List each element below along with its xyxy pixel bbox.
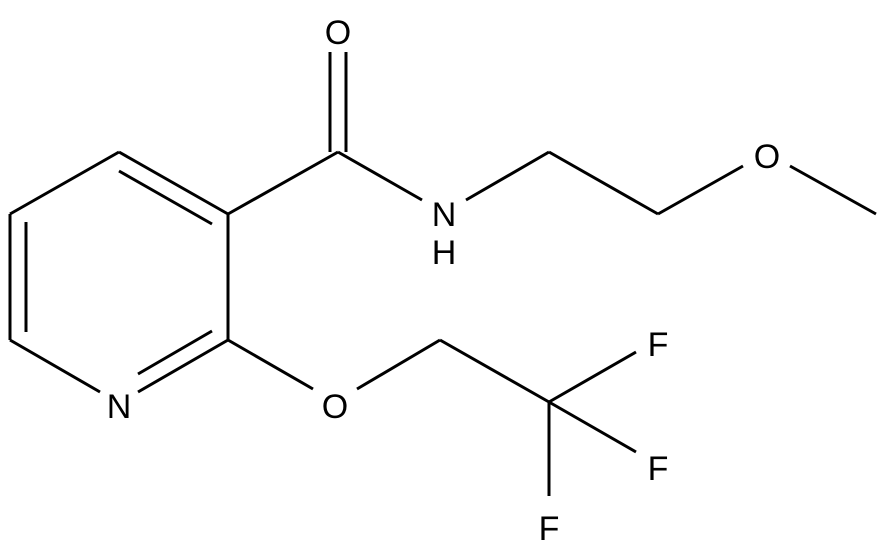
bond-c4-c3 [9, 150, 120, 216]
bond-c-f-top [548, 350, 637, 404]
bond-c2-n [9, 338, 101, 394]
fluorine-right-label: F [648, 450, 669, 488]
bond-o-ch2 [356, 338, 441, 391]
pyridine-nitrogen-label: N [107, 388, 132, 426]
bond-c-f-right [548, 400, 637, 454]
amide-nitrogen-label: N [432, 196, 457, 234]
bond-n-c1 [137, 338, 229, 394]
bond-ring-o [227, 338, 314, 391]
carbonyl-oxygen-label: O [325, 14, 351, 52]
aryl-ether-oxygen-label: O [322, 388, 348, 426]
bond-c4-c5 [118, 150, 229, 216]
bond-ring-carbonyl [227, 150, 339, 216]
ether-oxygen-label: O [754, 138, 780, 176]
bond-n-ch2 [465, 150, 550, 202]
bond-ch2-cf3 [439, 338, 550, 404]
fluorine-top-label: F [648, 326, 669, 364]
bond-ch2-ch2 [548, 150, 659, 216]
bond-carbonyl-n [337, 150, 423, 202]
bond-ch2-o [657, 164, 744, 216]
bond-c4-c5-inner [118, 169, 213, 226]
amide-hydrogen-label: H [432, 234, 457, 272]
bond-n-c1-inner [137, 329, 213, 376]
fluorine-bottom-label: F [539, 510, 560, 548]
bond-o-ch3 [789, 164, 877, 216]
